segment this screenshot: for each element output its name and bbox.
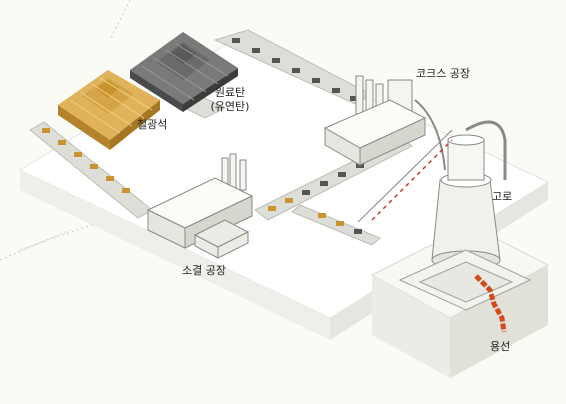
coal-label-line1: 원료탄 (214, 86, 246, 99)
coal-pile (130, 32, 238, 112)
blast-furnace-label: 고로 (492, 190, 513, 203)
sinter-plant-label: 소결 공장 (182, 264, 226, 277)
platform-left-face (20, 170, 330, 340)
molten-iron-label: 용선 (490, 340, 511, 353)
iron-ore-label: 철광석 (137, 118, 168, 131)
sinter-plant-building (146, 153, 254, 259)
coke-plant-building (323, 75, 446, 171)
iron-ore-pile (58, 70, 160, 150)
coal-label-line2: (유연탄) (210, 100, 250, 113)
coal-label: 원료탄 (유연탄) (200, 86, 260, 114)
molten-iron-runner (474, 274, 507, 333)
furnace-base-right (450, 265, 548, 378)
coke-plant-label: 코크스 공장 (416, 67, 471, 80)
furnace-base-left (372, 275, 450, 378)
charging-line (357, 129, 453, 223)
